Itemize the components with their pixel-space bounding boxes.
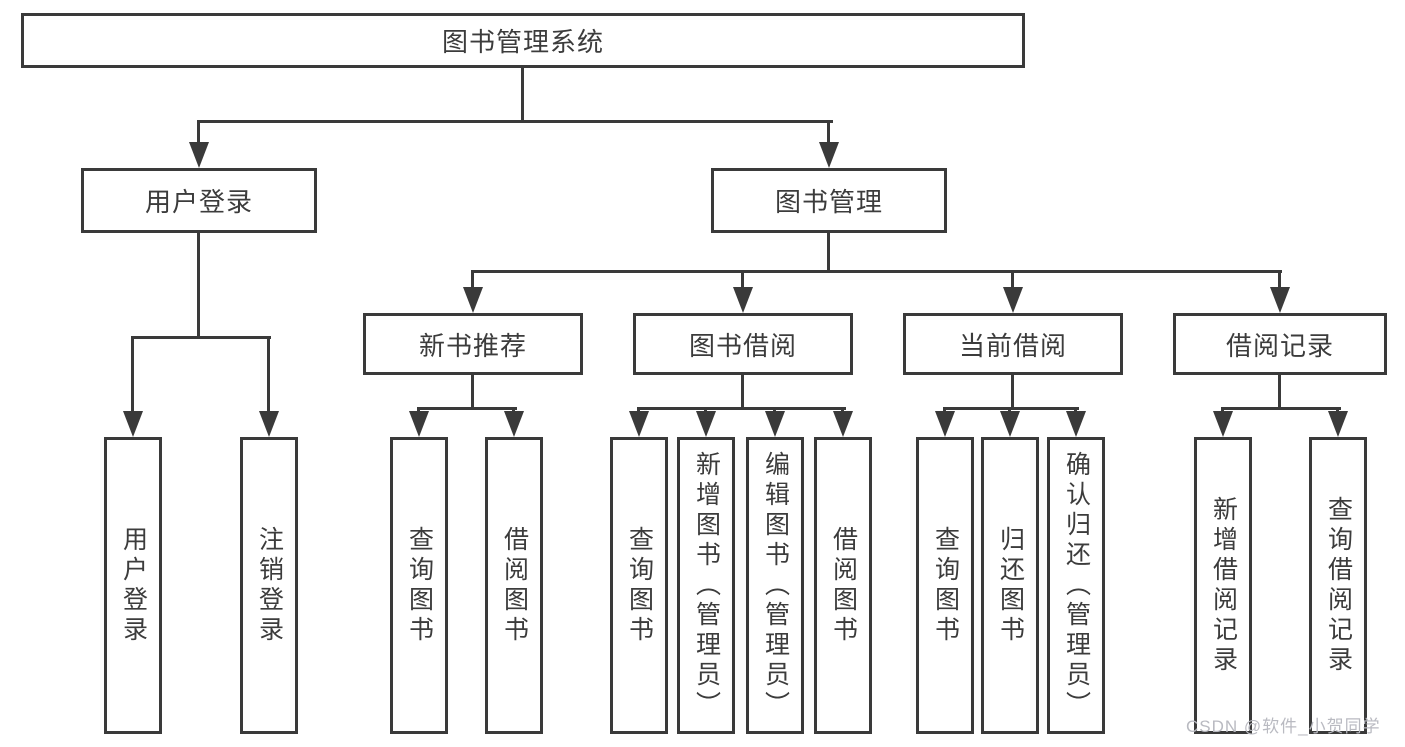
node-borrow-records: 借阅记录 [1173,313,1387,375]
arrowhead-icon [1000,411,1020,437]
connector-line [471,270,1282,273]
leaf-edit-books-admin: 编辑图书（管理员） [746,437,804,734]
leaf-edit-books-admin-label: 编辑图书（管理员） [761,450,790,721]
leaf-query-borrow-record: 查询借阅记录 [1309,437,1367,734]
leaf-query-books-borrow: 查询图书 [610,437,668,734]
connector-line [471,373,474,409]
leaf-query-books-current-label: 查询图书 [931,525,960,646]
connector-line [1278,373,1281,409]
leaf-query-books-borrow-label: 查询图书 [625,525,654,646]
node-borrow-records-label: 借阅记录 [1225,330,1334,361]
arrowhead-icon [765,411,785,437]
connector-line [131,336,271,339]
leaf-query-books-recommend: 查询图书 [390,437,448,734]
arrowhead-icon [504,411,524,437]
arrowhead-icon [1270,287,1290,313]
arrowhead-icon [833,411,853,437]
leaf-borrow-books-recommend-label: 借阅图书 [500,525,529,646]
node-book-borrow-label: 图书借阅 [688,330,797,361]
connector-line [197,120,200,148]
connector-line [1221,407,1341,410]
node-book-management-label: 图书管理 [774,187,883,217]
arrowhead-icon [1003,287,1023,313]
connector-line [417,407,517,410]
connector-line [637,407,846,410]
arrowhead-icon [463,287,483,313]
node-book-management: 图书管理 [711,168,947,233]
node-new-book-recommend-label: 新书推荐 [418,330,527,361]
connector-line [197,231,200,339]
node-root-label: 图书管理系统 [441,27,604,57]
node-book-borrow: 图书借阅 [633,313,853,375]
connector-line [131,336,134,413]
arrowhead-icon [1213,411,1233,437]
connector-line [943,407,1079,410]
connector-line [267,336,270,413]
arrowhead-icon [819,142,839,168]
node-user-login: 用户登录 [81,168,317,233]
node-current-borrow: 当前借阅 [903,313,1123,375]
connector-line [471,270,474,290]
leaf-add-borrow-record: 新增借阅记录 [1194,437,1252,734]
leaf-logout: 注销登录 [240,437,298,734]
leaf-add-books-admin-label: 新增图书（管理员） [692,450,721,721]
leaf-return-books: 归还图书 [981,437,1039,734]
node-user-login-label: 用户登录 [144,187,253,217]
leaf-query-books-recommend-label: 查询图书 [405,525,434,646]
csdn-watermark: CSDN @软件_小贺同学 [1186,717,1381,736]
arrowhead-icon [123,411,143,437]
arrowhead-icon [189,142,209,168]
arrowhead-icon [1328,411,1348,437]
leaf-borrow-books-recommend: 借阅图书 [485,437,543,734]
leaf-add-borrow-record-label: 新增借阅记录 [1209,495,1238,676]
leaf-logout-label: 注销登录 [255,525,284,646]
leaf-query-books-current: 查询图书 [916,437,974,734]
arrowhead-icon [409,411,429,437]
node-new-book-recommend: 新书推荐 [363,313,583,375]
arrowhead-icon [733,287,753,313]
leaf-borrow-books: 借阅图书 [814,437,872,734]
arrowhead-icon [259,411,279,437]
connector-line [1011,270,1014,290]
leaf-user-login-label: 用户登录 [119,525,148,646]
connector-line [827,231,830,273]
leaf-confirm-return-admin-label: 确认归还（管理员） [1062,450,1091,721]
connector-line [741,373,744,409]
arrowhead-icon [629,411,649,437]
leaf-return-books-label: 归还图书 [996,525,1025,646]
node-current-borrow-label: 当前借阅 [958,330,1067,361]
connector-line [521,66,524,122]
arrowhead-icon [935,411,955,437]
leaf-user-login: 用户登录 [104,437,162,734]
connector-line [827,120,830,148]
arrowhead-icon [1066,411,1086,437]
leaf-confirm-return-admin: 确认归还（管理员） [1047,437,1105,734]
arrowhead-icon [696,411,716,437]
connector-line [1278,270,1281,290]
connector-line [197,120,833,123]
leaf-borrow-books-label: 借阅图书 [829,525,858,646]
leaf-query-borrow-record-label: 查询借阅记录 [1324,495,1353,676]
leaf-add-books-admin: 新增图书（管理员） [677,437,735,734]
connector-line [1011,373,1014,409]
node-root: 图书管理系统 [21,13,1025,68]
connector-line [741,270,744,290]
